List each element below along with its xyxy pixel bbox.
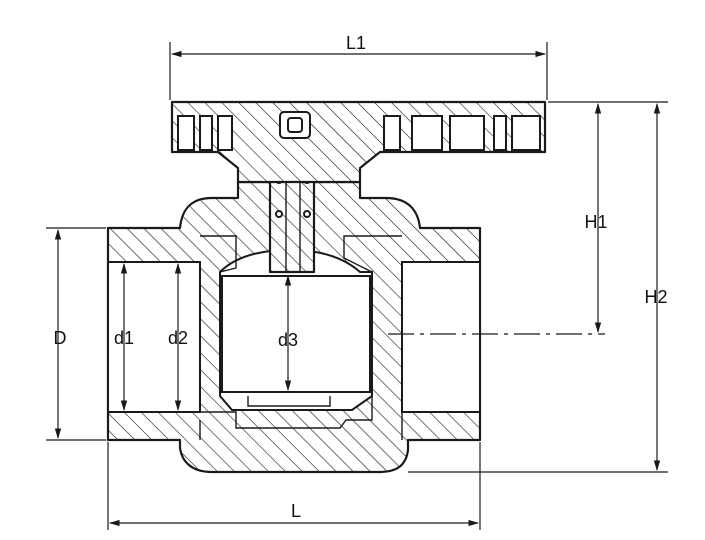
- label-l: L: [291, 501, 301, 521]
- label-d1: d1: [114, 328, 134, 348]
- ball-bore: [221, 275, 371, 393]
- dimension-h2: [408, 101, 668, 473]
- dimension-l1: [169, 42, 548, 100]
- label-h1: H1: [584, 212, 607, 232]
- dimension-d: [46, 227, 106, 441]
- right-bore: [401, 261, 481, 413]
- valve-body: [106, 180, 482, 474]
- label-d: D: [54, 328, 67, 348]
- label-d3: d3: [278, 330, 298, 350]
- dimension-l: [107, 442, 481, 530]
- label-h2: H2: [644, 287, 667, 307]
- label-l1: L1: [346, 33, 366, 53]
- label-d2: d2: [168, 328, 188, 348]
- valve-handle: [170, 100, 547, 184]
- dimension-h1: [548, 101, 610, 334]
